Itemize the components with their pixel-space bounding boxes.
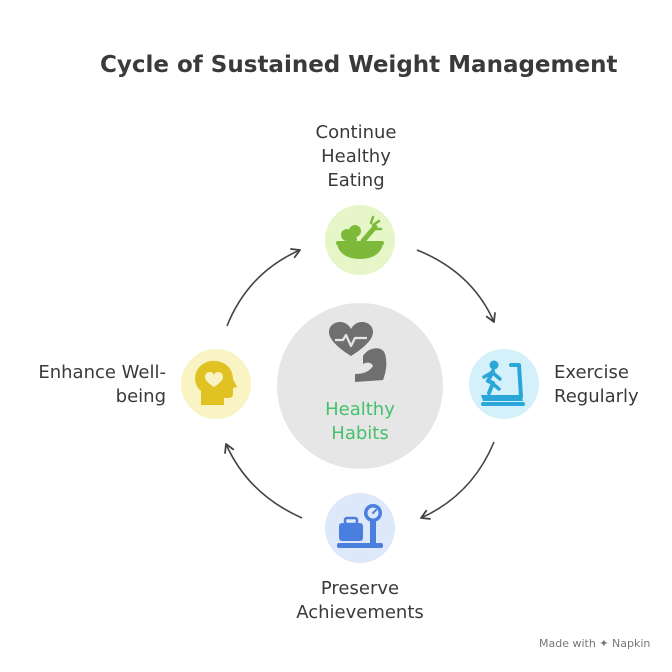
node-continue-healthy-eating [325,205,395,275]
center-line-1: Healthy [325,399,395,420]
head-heart-icon [195,360,237,405]
label-left-line-1: Enhance Well- [38,362,166,383]
page-title: Cycle of Sustained Weight Management [100,52,617,78]
heart-muscle-icon [329,322,387,382]
label-bottom-line-1: Preserve [320,578,400,599]
label-top-line-1: Continue [315,122,397,143]
node-exercise-regularly [469,349,539,419]
center-line-2: Habits [331,423,389,444]
label-top: Continue Healthy Eating [296,121,416,193]
label-right-line-1: Exercise [554,362,629,383]
weight-scale-icon [337,504,383,548]
label-bottom-line-2: Achievements [296,602,424,623]
node-enhance-well-being [181,349,251,419]
label-right-line-2: Regularly [554,386,639,407]
treadmill-icon [481,360,525,406]
label-left-line-2: being [115,386,166,407]
arrow-top-to-right [416,249,496,323]
label-right: Exercise Regularly [554,361,639,409]
label-bottom: Preserve Achievements [280,577,440,625]
salad-bowl-icon [336,215,384,259]
arrow-right-to-bottom [420,441,495,520]
label-top-line-3: Eating [327,170,385,191]
node-preserve-achievements [325,493,395,563]
label-left: Enhance Well- being [28,361,166,409]
title-text: Cycle of Sustained Weight Management [100,52,618,78]
made-with-napkin-footer: Made with ✦ Napkin [539,637,651,650]
label-top-line-2: Healthy [321,146,391,167]
center-label: Healthy Habits [277,398,443,446]
arrow-left-to-top [226,248,301,327]
arrow-bottom-to-left [224,443,303,519]
